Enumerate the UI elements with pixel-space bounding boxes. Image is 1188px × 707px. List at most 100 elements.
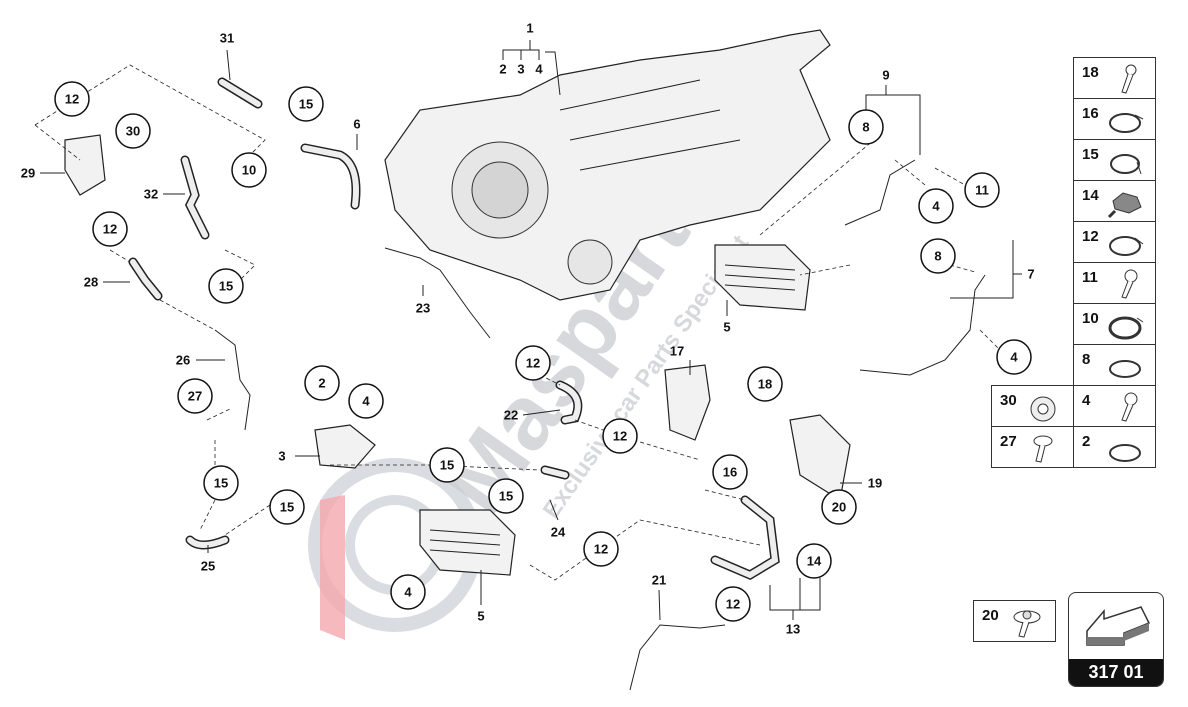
- svg-text:4: 4: [932, 199, 940, 214]
- callout[interactable]: 2: [304, 365, 340, 401]
- svg-text:8: 8: [934, 249, 941, 264]
- part-label: 29: [21, 166, 35, 181]
- part-label: 5: [723, 320, 730, 335]
- callout[interactable]: 27: [177, 378, 213, 414]
- part-label: 2: [499, 62, 506, 77]
- part-label: 1: [526, 21, 533, 36]
- hose-drawings: [128, 77, 986, 691]
- legend-cell[interactable]: 2: [1073, 426, 1156, 468]
- part-label: 4: [535, 62, 543, 77]
- part-label: 25: [201, 559, 215, 574]
- callout[interactable]: 12: [583, 531, 619, 567]
- callout[interactable]: 15: [203, 465, 239, 501]
- legend-cell[interactable]: 27: [991, 426, 1074, 468]
- bolt-icon: [1121, 64, 1137, 94]
- callout[interactable]: 11: [964, 172, 1000, 208]
- svg-text:12: 12: [526, 356, 540, 371]
- legend-cell[interactable]: 12: [1073, 221, 1156, 263]
- arrow-icon: [1086, 606, 1151, 646]
- svg-text:12: 12: [594, 542, 608, 557]
- callout[interactable]: 20: [821, 489, 857, 525]
- callout[interactable]: 12: [54, 81, 90, 117]
- callout[interactable]: 12: [602, 418, 638, 454]
- part-label: 5: [477, 609, 484, 624]
- legend-cell[interactable]: 14: [1073, 180, 1156, 222]
- legend-cell[interactable]: 4: [1073, 385, 1156, 427]
- part-label: 19: [868, 476, 882, 491]
- callout[interactable]: 8: [920, 238, 956, 274]
- part-label: 6: [353, 117, 360, 132]
- svg-text:15: 15: [440, 458, 454, 473]
- callout[interactable]: 4: [348, 383, 384, 419]
- svg-text:4: 4: [362, 394, 370, 409]
- svg-text:12: 12: [613, 429, 627, 444]
- callout[interactable]: 12: [92, 211, 128, 247]
- callout[interactable]: 15: [208, 268, 244, 304]
- callout[interactable]: 4: [390, 574, 426, 610]
- hose-clamp-icon: [1110, 154, 1142, 175]
- legend-cell[interactable]: 16: [1073, 98, 1156, 140]
- legend-cell[interactable]: 15: [1073, 139, 1156, 181]
- svg-text:11: 11: [975, 183, 989, 198]
- svg-text:15: 15: [299, 97, 313, 112]
- reference-box[interactable]: 317 01: [1068, 592, 1164, 687]
- bolt-icon: [1121, 392, 1138, 422]
- nut-icon: [1030, 396, 1056, 422]
- callout[interactable]: 14: [796, 543, 832, 579]
- part-label: 3: [278, 449, 285, 464]
- callout[interactable]: 8: [848, 109, 884, 145]
- cooler-drawings: [64, 134, 851, 576]
- svg-text:16: 16: [723, 465, 737, 480]
- svg-text:18: 18: [758, 377, 772, 392]
- callout[interactable]: 15: [288, 86, 324, 122]
- callout[interactable]: 15: [429, 447, 465, 483]
- svg-text:20: 20: [832, 500, 846, 515]
- hose-clamp-icon: [1108, 316, 1144, 340]
- svg-text:4: 4: [404, 585, 412, 600]
- part-label: 26: [176, 353, 190, 368]
- part-label: 31: [220, 31, 234, 46]
- svg-text:4: 4: [1010, 350, 1018, 365]
- callout[interactable]: 10: [231, 152, 267, 188]
- svg-text:12: 12: [103, 222, 117, 237]
- callout[interactable]: 16: [712, 454, 748, 490]
- clip-icon: [1107, 192, 1142, 219]
- part-label: 3: [517, 62, 524, 77]
- seal-ring-icon: [1109, 444, 1141, 462]
- part-label: 28: [84, 275, 98, 290]
- legend-cell[interactable]: 20: [973, 600, 1056, 642]
- svg-text:27: 27: [188, 389, 202, 404]
- bolt-icon: [1121, 269, 1138, 299]
- svg-text:15: 15: [280, 500, 294, 515]
- reference-code: 317 01: [1069, 659, 1163, 686]
- callout[interactable]: 15: [488, 478, 524, 514]
- part-label: 17: [670, 344, 684, 359]
- legend-cell[interactable]: 18: [1073, 57, 1156, 99]
- svg-text:15: 15: [499, 489, 513, 504]
- svg-text:30: 30: [126, 124, 140, 139]
- svg-text:12: 12: [726, 597, 740, 612]
- callout[interactable]: 15: [269, 489, 305, 525]
- transmission-drawing: [384, 29, 831, 301]
- callout[interactable]: 12: [515, 345, 551, 381]
- callout[interactable]: 12: [715, 586, 751, 622]
- callout[interactable]: 4: [996, 339, 1032, 375]
- svg-text:8: 8: [862, 120, 869, 135]
- part-label: 22: [504, 408, 518, 423]
- part-label: 13: [786, 622, 800, 637]
- callouts: 12 30 15 10 12 15 27 2 4 15 15 15 15 4 1…: [54, 81, 1032, 622]
- legend-cell[interactable]: 11: [1073, 262, 1156, 304]
- legend-cell[interactable]: 30: [991, 385, 1074, 427]
- svg-text:14: 14: [807, 554, 822, 569]
- callout[interactable]: 4: [918, 188, 954, 224]
- callout[interactable]: 30: [115, 113, 151, 149]
- legend-cell[interactable]: 10: [1073, 303, 1156, 345]
- flange-bolt-icon: [1013, 610, 1041, 638]
- part-label: 7: [1027, 267, 1034, 282]
- callout[interactable]: 18: [747, 366, 783, 402]
- svg-text:2: 2: [318, 376, 325, 391]
- hose-clamp-icon: [1109, 113, 1144, 133]
- part-label: 21: [652, 573, 666, 588]
- legend-cell[interactable]: 8: [1073, 344, 1156, 386]
